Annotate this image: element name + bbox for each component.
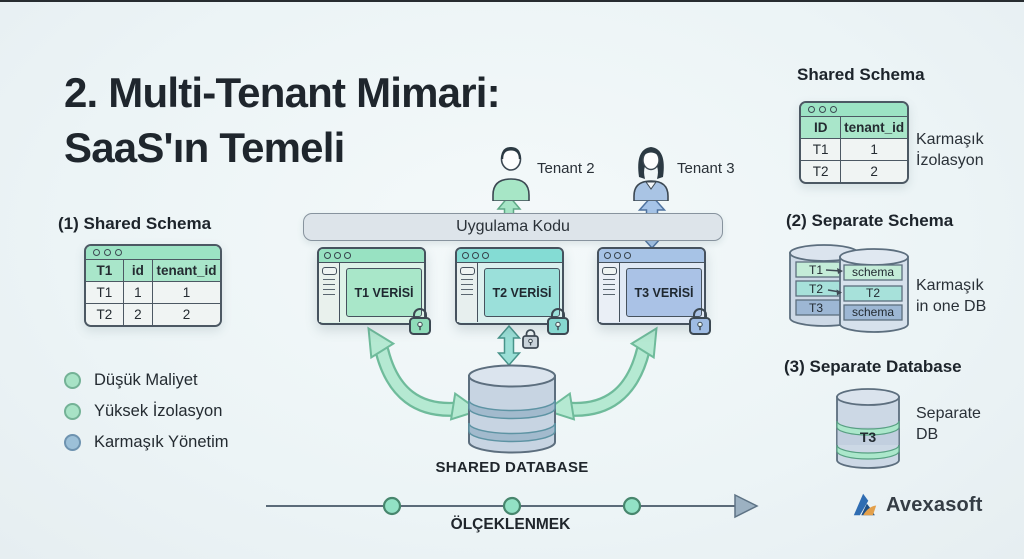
- page-title: 2. Multi-Tenant Mimari: SaaS'ın Temeli: [64, 66, 501, 175]
- table-header: id: [122, 260, 153, 282]
- window-content-label: T3 VERİSİ: [626, 268, 702, 317]
- db-label: T3: [860, 429, 877, 445]
- cylinder-band-label: schema: [852, 305, 894, 319]
- window-content-label: T2 VERİSİ: [484, 268, 560, 317]
- section1-note: Karmaşık İzolasyon: [916, 130, 984, 172]
- bullet-icon: [64, 434, 81, 451]
- curved-arrow-icon: [367, 326, 482, 421]
- list-item: Yüksek İzolasyon: [64, 396, 229, 427]
- lock-icon: [409, 308, 431, 335]
- table-row: T2 2 2: [86, 303, 220, 325]
- table-header: tenant_id: [840, 117, 907, 139]
- shared-database-label: SHARED DATABASE: [435, 459, 589, 476]
- double-arrow-icon: [496, 324, 522, 367]
- table-header: ID: [801, 117, 842, 139]
- table-cell: 2: [122, 303, 153, 325]
- table-cell: T2: [801, 160, 842, 182]
- list-item: Karmaşık Yönetim: [64, 427, 229, 458]
- table-cell: 1: [840, 138, 907, 161]
- window-dots-icon: [599, 249, 704, 263]
- cylinder-band-label: T1: [809, 263, 823, 277]
- separate-database-heading: (3) Separate Database: [784, 357, 962, 376]
- window-content-label: T1 VERİSİ: [346, 268, 422, 317]
- page-title-line2: SaaS'ın Temeli: [64, 123, 345, 171]
- window-dots-icon: [457, 249, 562, 263]
- benefits-list: Düşük Maliyet Yüksek İzolasyon Karmaşık …: [64, 365, 229, 458]
- timeline: [266, 493, 759, 519]
- table-cell: T2: [86, 303, 124, 325]
- right-shared-schema-table: ID tenant_id T1 1 T2 2: [799, 101, 909, 184]
- lock-icon: [689, 308, 711, 335]
- list-item: Düşük Maliyet: [64, 365, 229, 396]
- window-dots-icon: [801, 103, 907, 117]
- window-sidebar: [319, 263, 340, 322]
- cylinder-band-label: schema: [852, 265, 894, 279]
- tenant2-data-window: T2 VERİSİ: [455, 247, 569, 335]
- bullet-icon: [64, 403, 81, 420]
- table-cell: 2: [840, 160, 907, 182]
- database-icon: [468, 364, 556, 454]
- curved-arrow-icon: [543, 326, 658, 421]
- table-header: tenant_id: [151, 260, 220, 282]
- table-cell: T1: [86, 281, 124, 304]
- right-shared-schema-heading: Shared Schema: [797, 65, 925, 84]
- table-row: T1 1 1: [86, 281, 220, 304]
- tenant3-label: Tenant 3: [677, 160, 735, 177]
- lock-icon: [522, 329, 539, 349]
- tenant3-data-window: T3 VERİSİ: [597, 247, 711, 335]
- timeline-arrow-icon: [734, 493, 759, 519]
- window-dots-icon: [86, 246, 220, 260]
- page-title-line1: 2. Multi-Tenant Mimari:: [64, 69, 501, 116]
- shared-schema-table: T1 id tenant_id T1 1 1 T2 2 2: [84, 244, 222, 327]
- table-cell: 2: [151, 303, 220, 325]
- bullet-label: Düşük Maliyet: [94, 371, 198, 389]
- note-line: in one DB: [916, 297, 987, 315]
- bullet-icon: [64, 372, 81, 389]
- table-cell: T1: [801, 138, 842, 161]
- lock-icon: [547, 308, 569, 335]
- tenant2-label: Tenant 2: [537, 160, 595, 177]
- window-sidebar: [457, 263, 478, 322]
- brand-logo: Avexasoft: [851, 491, 983, 519]
- timeline-label: ÖLÇEKLENMEK: [450, 516, 571, 533]
- left-schema-heading: (1) Shared Schema: [58, 214, 212, 233]
- separate-schema-cylinders-icon: T1 T2 T3 schema T2 schema: [789, 244, 909, 333]
- brand-name: Avexasoft: [886, 493, 983, 516]
- mapping-arrow-icon: [825, 268, 843, 296]
- note-line: İzolasyon: [916, 151, 984, 169]
- cylinder-band-label: T2: [866, 286, 880, 300]
- table-row: T1 1: [801, 138, 907, 161]
- separate-schema-heading: (2) Separate Schema: [786, 211, 954, 230]
- table-cell: 1: [151, 281, 220, 304]
- table-cell: 1: [122, 281, 153, 304]
- note-line: Karmaşık: [916, 131, 984, 148]
- bullet-label: Yüksek İzolasyon: [94, 402, 223, 420]
- section3-note: Separate DB: [916, 404, 981, 446]
- window-dots-icon: [319, 249, 424, 263]
- table-header: T1: [86, 260, 124, 282]
- note-line: Separate: [916, 405, 981, 422]
- section2-note: Karmaşık in one DB: [916, 276, 986, 318]
- tenant3-person-icon: [633, 147, 669, 201]
- bullet-label: Karmaşık Yönetim: [94, 433, 229, 451]
- note-line: DB: [916, 425, 939, 443]
- window-sidebar: [599, 263, 620, 322]
- application-code-bar: Uygulama Kodu: [303, 213, 723, 241]
- tenant1-data-window: T1 VERİSİ: [317, 247, 431, 335]
- tenant2-person-icon: [492, 147, 530, 201]
- note-line: Karmaşık: [916, 277, 984, 294]
- cylinder-band-label: T3: [809, 301, 823, 315]
- cylinder-band-label: T2: [809, 282, 823, 296]
- brand-logo-icon: [853, 493, 877, 516]
- table-row: T2 2: [801, 160, 907, 182]
- separate-database-cylinder-icon: T3: [836, 388, 900, 469]
